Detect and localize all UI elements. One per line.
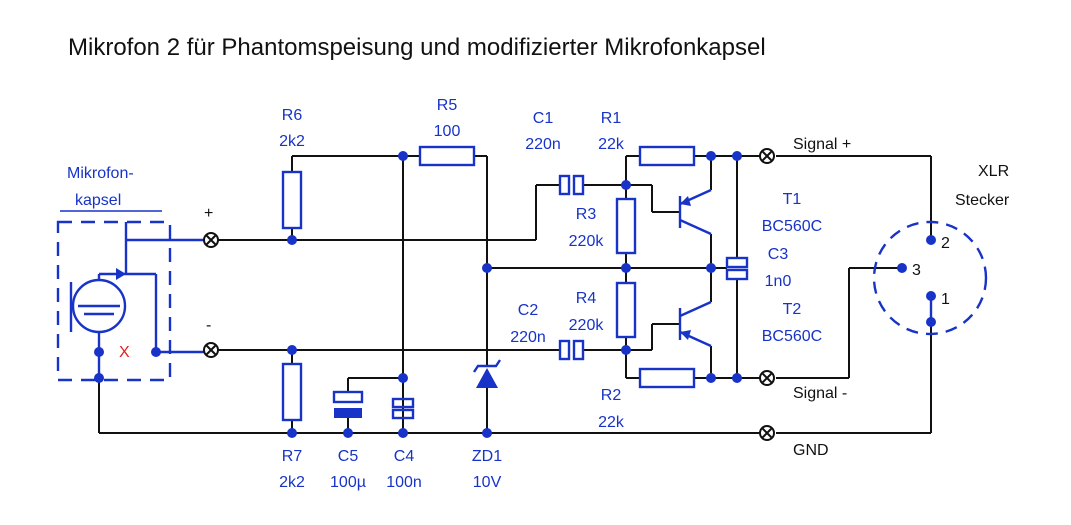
capsule-label-line1: Mikrofon- — [67, 165, 134, 182]
resistor-r3 — [615, 197, 637, 255]
label-r3-value: 220k — [569, 233, 605, 250]
label-r4-name: R4 — [576, 290, 597, 307]
label-c5-value: 100µ — [330, 474, 366, 491]
label-r7-value: 2k2 — [279, 474, 305, 491]
junction-nodes — [287, 151, 742, 438]
wires — [98, 155, 932, 434]
xlr-pin-2: 2 — [941, 235, 950, 252]
label-c2-name: C2 — [518, 302, 539, 319]
label-c4-value: 100n — [386, 474, 422, 491]
label-r1-value: 22k — [598, 136, 625, 153]
label-r4-value: 220k — [569, 317, 605, 334]
xlr-pin-1: 1 — [941, 291, 950, 308]
label-zd1-name: ZD1 — [472, 448, 502, 465]
label-r2-name: R2 — [601, 387, 622, 404]
label-r3-name: R3 — [576, 206, 597, 223]
capacitor-c2 — [558, 339, 585, 361]
label-c3-name: C3 — [768, 246, 789, 263]
resistor-r1 — [638, 145, 696, 167]
label-r5-name: R5 — [437, 97, 458, 114]
label-zd1-value: 10V — [473, 474, 502, 491]
label-t1-value: BC560C — [762, 218, 822, 235]
label-t1-name: T1 — [783, 191, 802, 208]
label-signal-minus: Signal - — [793, 385, 847, 402]
label-c5-name: C5 — [338, 448, 359, 465]
capacitor-c4 — [391, 392, 415, 420]
xlr-label-line2: Stecker — [955, 192, 1010, 209]
label-r2-value: 22k — [598, 414, 625, 431]
xlr-label-line1: XLR — [978, 163, 1009, 180]
resistor-r2 — [638, 367, 696, 389]
label-gnd: GND — [793, 442, 829, 459]
resistor-r4 — [615, 281, 637, 339]
label-t2-name: T2 — [783, 301, 802, 318]
label-r5-value: 100 — [434, 123, 461, 140]
label-t2-value: BC560C — [762, 328, 822, 345]
microphone-capsule — [56, 220, 206, 383]
page-title: Mikrofon 2 für Phantomspeisung und modif… — [68, 34, 766, 61]
transistor-t1 — [678, 188, 712, 236]
minus-label: - — [206, 317, 211, 334]
xlr-pin-3: 3 — [912, 262, 921, 279]
xlr-connector — [872, 220, 988, 336]
resistor-r7 — [281, 362, 303, 422]
label-signal-plus: Signal + — [793, 136, 851, 153]
label-r6-name: R6 — [282, 107, 303, 124]
label-c1-name: C1 — [533, 110, 554, 127]
label-c2-value: 220n — [510, 329, 546, 346]
label-r7-name: R7 — [282, 448, 303, 465]
label-r6-value: 2k2 — [279, 133, 305, 150]
capacitor-c1 — [558, 174, 585, 196]
x-mark: X — [119, 344, 130, 361]
label-c4-name: C4 — [394, 448, 415, 465]
capacitor-c3 — [725, 256, 749, 281]
terminals — [203, 148, 775, 441]
resistor-r5 — [418, 145, 476, 167]
zener-diode-zd1 — [473, 359, 501, 388]
plus-label: + — [204, 205, 213, 222]
capsule-label-line2: kapsel — [75, 192, 121, 209]
capacitor-c5 — [332, 390, 364, 433]
label-c1-value: 220n — [525, 136, 561, 153]
resistor-r6 — [281, 170, 303, 230]
label-c3-value: 1n0 — [765, 273, 792, 290]
transistor-t2 — [678, 300, 712, 348]
label-r1-name: R1 — [601, 110, 622, 127]
